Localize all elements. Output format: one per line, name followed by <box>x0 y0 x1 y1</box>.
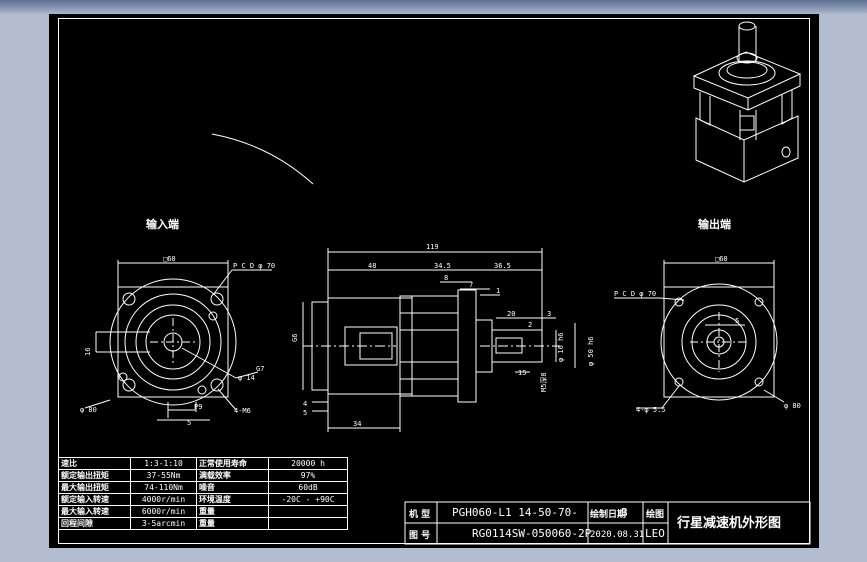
dim-d50h6: φ 50 h6 <box>587 336 595 366</box>
input-end-title: 输入端 <box>146 217 179 231</box>
spec-label: 最大输入转速 <box>57 505 132 518</box>
input-hole-tr <box>210 292 224 306</box>
dim-7: 7 <box>469 281 473 289</box>
dim-3: 3 <box>547 310 551 318</box>
dim-pcd-right: P C D φ 70 <box>614 290 656 298</box>
dim-m5: M5深8 <box>539 372 548 392</box>
dim-pcd-left: P C D φ 70 <box>233 262 275 270</box>
spec-label: 回程间隙 <box>57 517 132 530</box>
dim-5-right: 5 <box>735 317 739 325</box>
output-end-view: 输出端 □60 P C D φ 70 5 4-φ 5.5 φ 80 <box>614 217 801 414</box>
output-outer-circle <box>660 283 778 401</box>
tb-date-value: 2020.08.31 <box>590 530 644 540</box>
tb-drawing-title: 行星减速机外形图 <box>676 515 781 531</box>
dim-4: 4 <box>303 400 307 408</box>
dim-4-m6: 4-M6 <box>234 407 251 415</box>
input-outer-circle <box>109 278 237 406</box>
spec-label: 最大输出扭矩 <box>57 481 132 494</box>
tb-model-value: PGH060-L1 14-50-70- <box>452 506 578 519</box>
dim-p9: P9 <box>194 403 202 411</box>
input-flange-square <box>117 286 229 398</box>
dim-5-left: 5 <box>187 419 191 427</box>
tb-drafter: LEO <box>645 527 665 540</box>
spec-label: 额定输出扭矩 <box>57 469 132 482</box>
title-block: 机 型 PGH060-L1 14-50-70- B 绘制日期 绘图 行星减速机外… <box>404 501 811 545</box>
window-top-bar <box>0 0 867 14</box>
dim-sq60-right: □60 <box>715 255 728 263</box>
spec-label: 满载效率 <box>195 469 270 482</box>
spec-value: 37-55Nm <box>130 469 197 482</box>
spec-value: -20C - +90C <box>268 493 348 506</box>
spec-label: 噪音 <box>195 481 270 494</box>
output-hole-br <box>754 377 764 387</box>
dim-20: 20 <box>507 310 515 318</box>
output-flange <box>457 289 477 403</box>
spec-label: 环境温度 <box>195 493 270 506</box>
dim-4-d5-5: 4-φ 5.5 <box>636 406 666 414</box>
dim-36-5: 36.5 <box>494 262 511 270</box>
output-flange-square <box>663 286 775 398</box>
dim-8: 8 <box>444 274 448 282</box>
spec-value: 3-5arcmin <box>130 517 197 530</box>
dim-2: 2 <box>528 321 532 329</box>
iso-top-face <box>692 51 802 99</box>
dim-15: 15 <box>518 369 526 377</box>
spec-value: 74-110Nm <box>130 481 197 494</box>
dim-5: 5 <box>303 409 307 417</box>
spec-label: 重量 <box>195 505 270 518</box>
spec-value: 1:3-1:10 <box>130 457 197 470</box>
tb-model-label: 机 型 <box>409 508 430 520</box>
output-hole-tr <box>754 297 764 307</box>
input-hole-br <box>210 378 224 392</box>
output-hole-tl <box>674 297 684 307</box>
isometric-view <box>692 21 802 183</box>
dim-d80-left: φ 80 <box>80 406 97 414</box>
dim-sq60-left: □60 <box>163 255 176 263</box>
tb-drawn-label: 绘图 <box>646 508 664 520</box>
spec-value: 60dB <box>268 481 348 494</box>
input-hole-bl <box>122 378 136 392</box>
dim-119: 119 <box>426 243 439 251</box>
spec-value <box>268 517 348 530</box>
spec-value <box>268 505 348 518</box>
dim-g6: G6 <box>291 334 299 342</box>
tb-number-value: RG0114SW-050060-2P <box>472 527 592 540</box>
tb-number-label: 图 号 <box>409 530 430 541</box>
dim-d14-left: φ 14 <box>238 374 255 382</box>
spec-label: 重量 <box>195 517 270 530</box>
dim-16-left: 16 <box>84 348 92 356</box>
output-hole-bl <box>674 377 684 387</box>
gearbox-body <box>399 295 459 397</box>
iso-shaft <box>738 21 756 31</box>
dim-g7: G7 <box>256 365 264 373</box>
dim-d80-right: φ 80 <box>784 402 801 410</box>
dim-1: 1 <box>496 287 500 295</box>
spec-label: 额定输入转速 <box>57 493 132 506</box>
spec-value: 97% <box>268 469 348 482</box>
side-view: 119 48 34.5 36.5 8 7 1 20 3 <box>291 243 595 432</box>
spec-value: 6000r/min <box>130 505 197 518</box>
spec-value: 4000r/min <box>130 493 197 506</box>
spec-label: 正常使用寿命 <box>195 457 270 470</box>
spec-value: 20000 h <box>268 457 348 470</box>
output-end-title: 输出端 <box>698 217 731 231</box>
input-hole-tl <box>122 292 136 306</box>
dim-48: 48 <box>368 262 376 270</box>
tb-model-suffix: B <box>621 506 628 519</box>
input-end-view: 输入端 □60 P C D φ 70 φ 14 G7 16 φ 80 <box>80 217 275 427</box>
dim-d16h6: φ 16 h6 <box>557 332 565 362</box>
stray-arc <box>211 133 314 185</box>
spec-label: 速比 <box>57 457 132 470</box>
tb-date-label: 绘制日期 <box>590 508 626 520</box>
dim-34: 34 <box>353 420 361 428</box>
dim-34-5: 34.5 <box>434 262 451 270</box>
